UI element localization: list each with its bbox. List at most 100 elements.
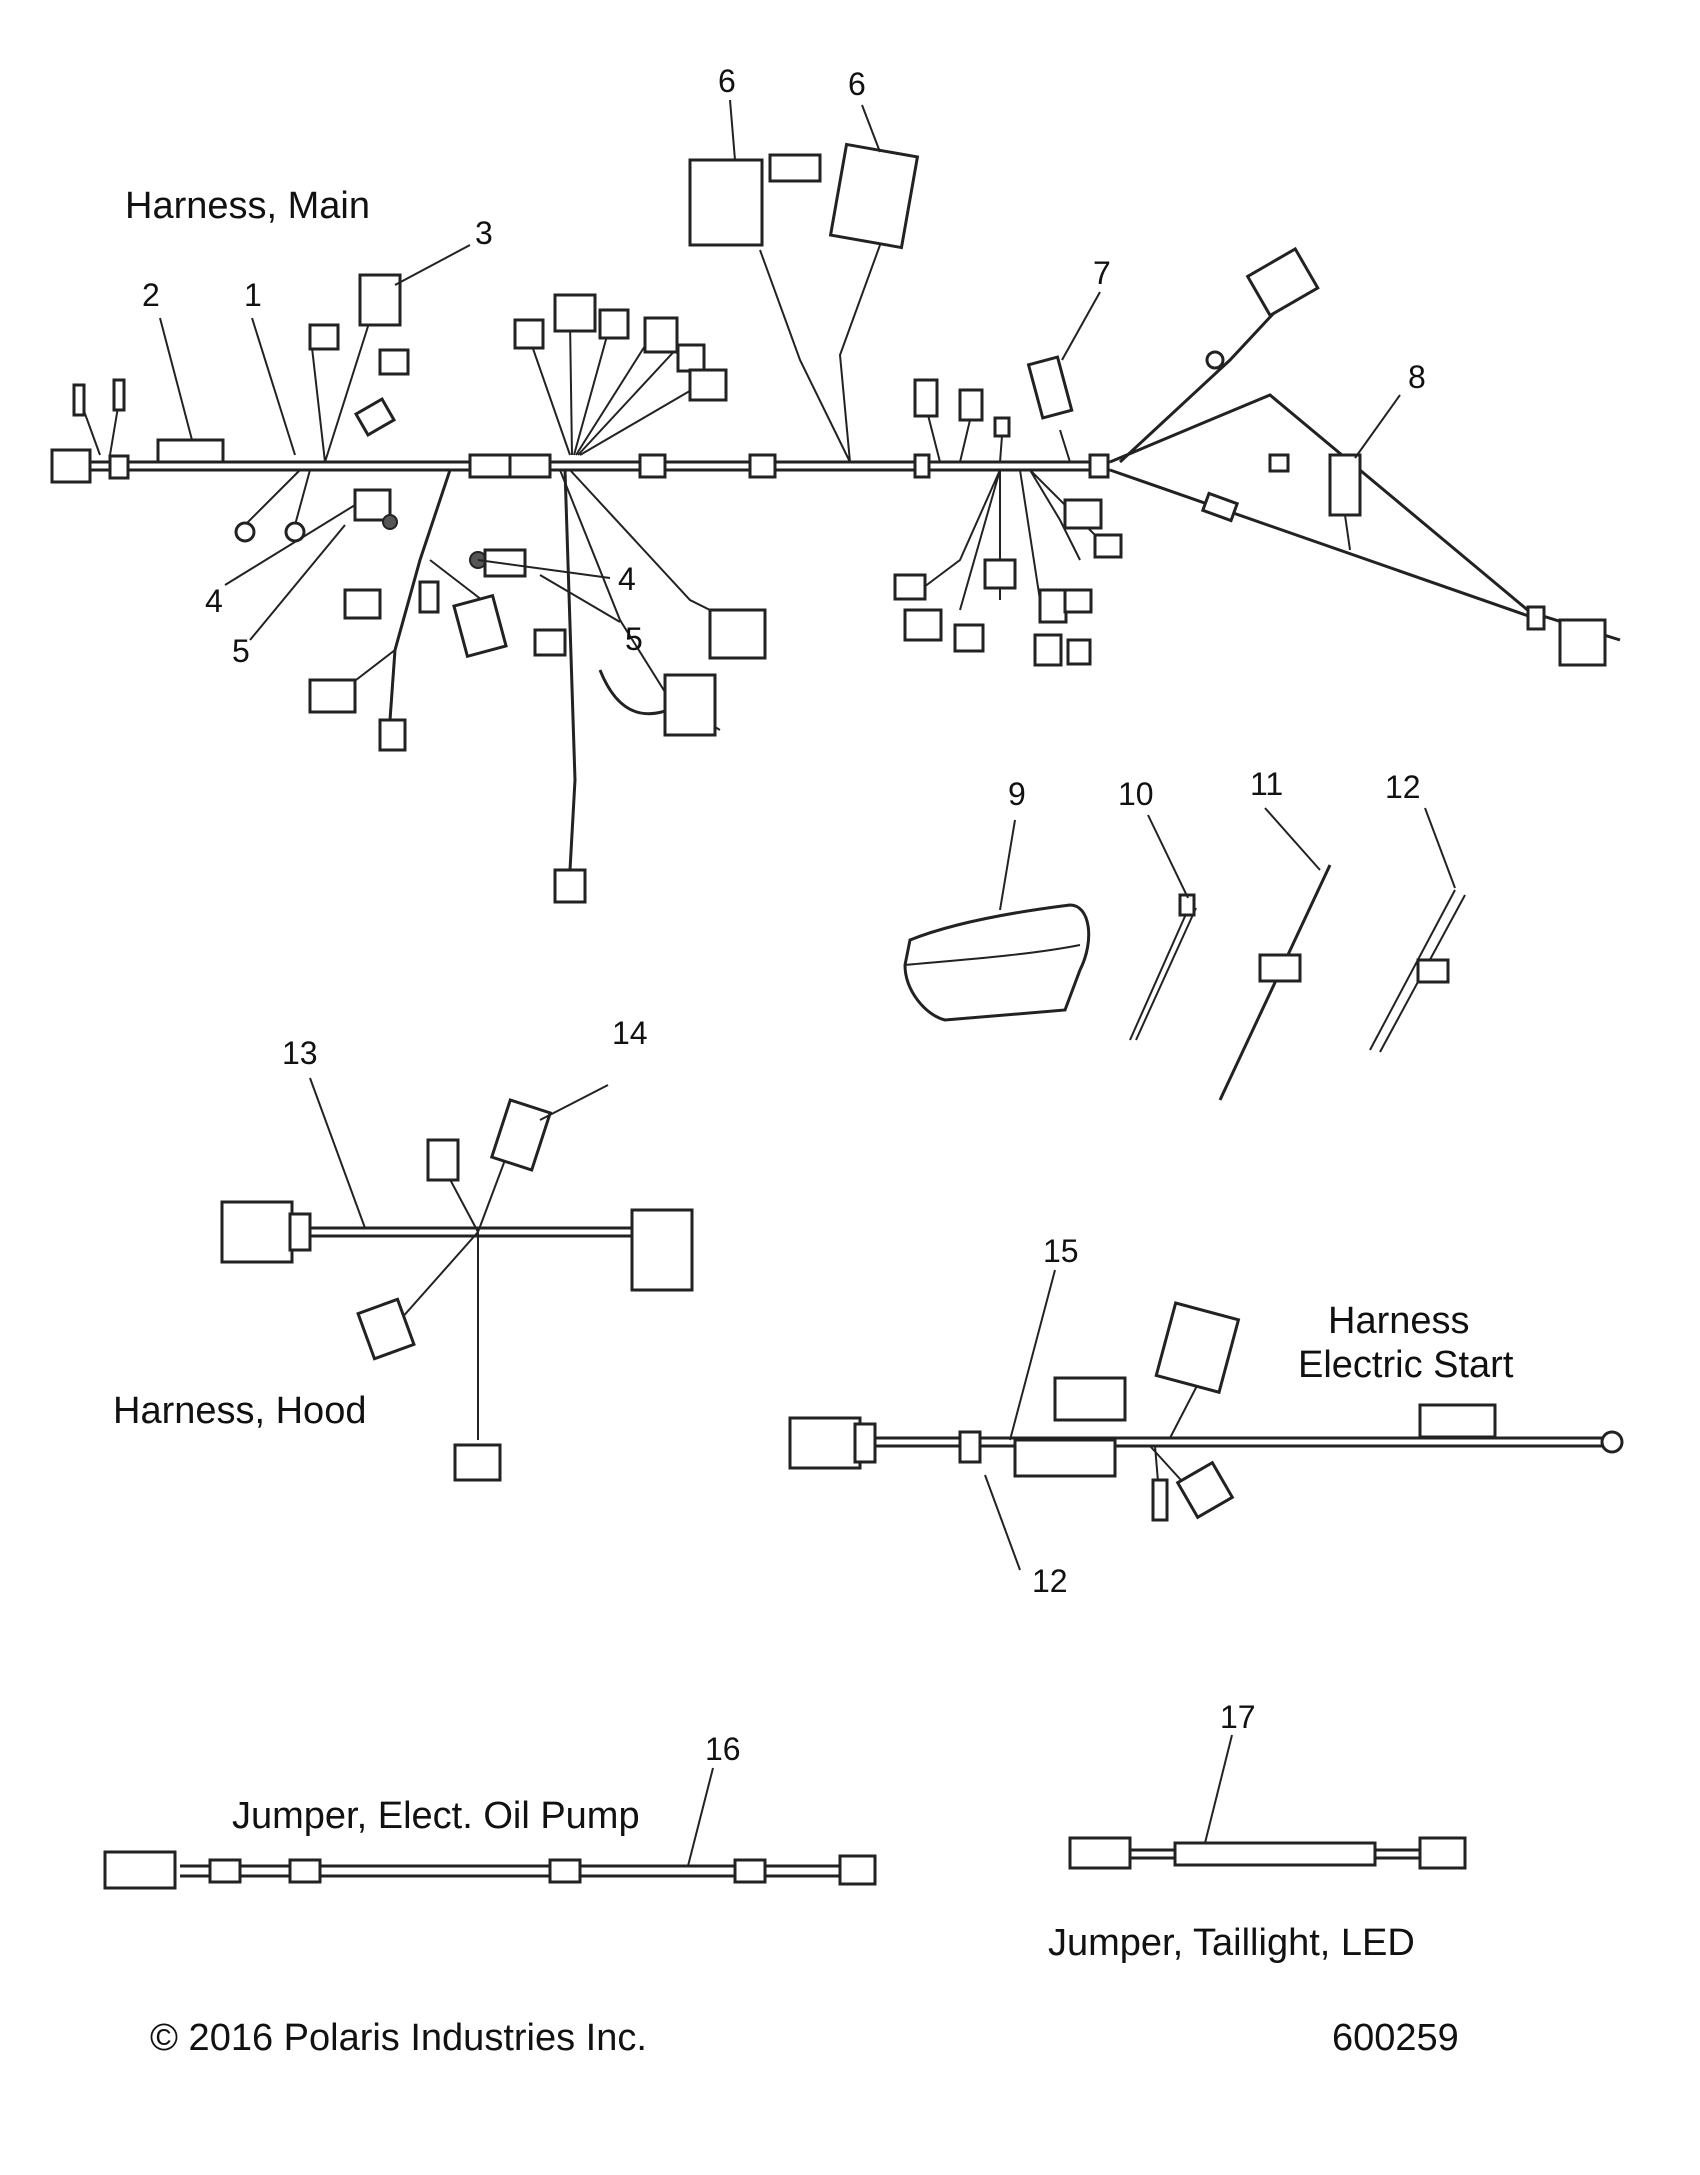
item12-clip <box>1416 958 1450 984</box>
item9-loom-cover <box>903 903 1091 1022</box>
small-connector <box>993 416 1011 438</box>
es-fuse-holder <box>1053 1376 1127 1422</box>
small-connector <box>378 348 410 376</box>
caption-jumper-taillight: Jumper, Taillight, LED <box>1048 1922 1415 1964</box>
sensor-connector <box>343 588 382 620</box>
trunk-sleeve <box>508 453 552 479</box>
harness-main-assembly <box>50 142 1621 904</box>
fuse <box>768 153 822 183</box>
caption-harness-electric-start-1: Harness <box>1328 1300 1470 1342</box>
center-down-connector <box>553 868 587 904</box>
relay-module <box>156 438 225 464</box>
caption-harness-electric-start-2: Electric Start <box>1298 1344 1514 1386</box>
taillight-left-connector <box>1068 1836 1132 1870</box>
callout-12-bottom: 12 <box>1032 1563 1068 1599</box>
cluster-connector <box>1038 588 1068 624</box>
cluster-connector <box>1063 588 1093 614</box>
cluster-connector <box>1033 633 1063 667</box>
small-connector <box>353 397 397 437</box>
large-connector <box>663 673 717 737</box>
fan-connector <box>598 308 630 340</box>
callout-4-right: 4 <box>618 561 636 597</box>
es-small-connector <box>1175 1460 1235 1520</box>
cluster-connector <box>893 573 927 601</box>
small-connector <box>913 378 939 418</box>
fan-connector <box>513 318 545 350</box>
trunk-clip <box>1088 453 1110 479</box>
callout-17: 17 <box>1220 1699 1256 1735</box>
item3-connector <box>358 273 402 327</box>
es-terminal <box>1151 1478 1169 1522</box>
harness-hood-assembly <box>220 1098 694 1482</box>
callout-16: 16 <box>705 1731 741 1767</box>
small-connector <box>533 628 567 657</box>
callout-12-top: 12 <box>1385 769 1421 805</box>
branch-sleeve <box>1200 491 1240 523</box>
terminal-lead <box>112 378 126 412</box>
callout-14: 14 <box>612 1015 648 1051</box>
cluster-connector <box>983 558 1017 590</box>
callout-6-right: 6 <box>848 66 866 102</box>
small-connector <box>958 388 984 422</box>
callout-13: 13 <box>282 1035 318 1071</box>
oil-pump-sleeve <box>733 1858 767 1884</box>
callout-11: 11 <box>1250 766 1283 802</box>
relay-6-right <box>828 142 920 250</box>
oil-pump-sleeve <box>208 1858 242 1884</box>
small-connector <box>1268 453 1290 473</box>
large-connector <box>708 608 767 660</box>
upper-right-connector <box>1245 246 1320 318</box>
trunk-clip <box>913 453 931 479</box>
es-ring-terminal <box>1600 1430 1624 1454</box>
callout-5-left: 5 <box>232 633 250 669</box>
oil-pump-right-connector <box>838 1854 877 1886</box>
es-right-connector <box>1418 1403 1497 1439</box>
branch-connector <box>378 718 407 752</box>
fan-connector <box>676 343 706 373</box>
sensor-connector <box>452 593 508 659</box>
harness-electric-start-assembly <box>788 1301 1624 1522</box>
item7-connector <box>1026 355 1074 420</box>
main-left-end-connector <box>50 448 92 484</box>
footer-figure-number: 600259 <box>1332 2017 1459 2059</box>
callout-8: 8 <box>1408 359 1426 395</box>
callout-9: 9 <box>1008 776 1026 812</box>
jumper-taillight-assembly <box>1068 1836 1467 1870</box>
branch-grommet <box>1205 350 1225 370</box>
callout-10: 10 <box>1118 776 1154 812</box>
es-bolt <box>958 1430 982 1464</box>
item8-connector <box>1328 453 1362 517</box>
callout-3: 3 <box>475 215 493 251</box>
cluster-connector <box>1063 498 1103 530</box>
fan-connector <box>553 293 597 333</box>
sensor-connector <box>483 548 527 578</box>
sensor-connector <box>418 580 440 614</box>
callout-15: 15 <box>1043 1233 1079 1269</box>
item14-connector <box>489 1098 553 1172</box>
fan-connector <box>643 316 679 354</box>
callout-1: 1 <box>244 277 262 313</box>
trunk-sleeve <box>748 453 777 479</box>
ground-bolt <box>1526 605 1546 631</box>
callout-5-right: 5 <box>625 621 643 657</box>
main-right-end-connector <box>1558 618 1607 667</box>
oil-pump-sleeve <box>548 1858 582 1884</box>
jumper-oil-pump-assembly <box>103 1850 877 1890</box>
oil-pump-left-connector <box>103 1850 177 1890</box>
item11-cable-tie-clip <box>1258 953 1302 983</box>
sensor-connector <box>353 488 392 522</box>
es-left-connector <box>788 1416 862 1470</box>
callout-6-left: 6 <box>718 63 736 99</box>
oil-pump-sleeve <box>288 1858 322 1884</box>
terminal-lead <box>72 383 86 417</box>
hood-right-connector <box>630 1208 694 1292</box>
es-solenoid-connector <box>1154 1301 1241 1395</box>
trunk-sleeve <box>468 453 512 479</box>
footer-copyright: © 2016 Polaris Industries Inc. <box>150 2017 647 2059</box>
cluster-connector <box>1066 638 1092 666</box>
caption-jumper-oil-pump: Jumper, Elect. Oil Pump <box>232 1795 640 1837</box>
callout-7: 7 <box>1093 255 1111 291</box>
loose-parts <box>903 864 1466 1101</box>
cluster-connector <box>903 608 943 642</box>
